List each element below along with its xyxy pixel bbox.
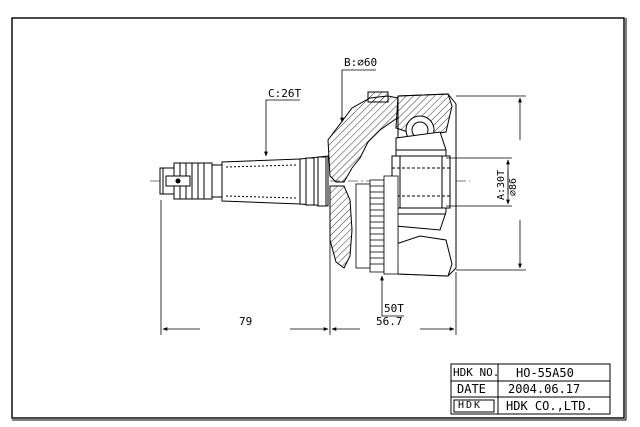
bell-length-dimension: 56.7 [376, 315, 403, 328]
company-name: HDK CO.,LTD. [506, 399, 593, 413]
drawing-border [11, 17, 625, 419]
abs-ring [355, 175, 399, 275]
shaft-spline-label: C:26T [268, 87, 301, 100]
shaft-stub [159, 162, 223, 200]
inner-spline-label: A:30T [496, 170, 507, 200]
boot-diameter-label: B:⌀60 [344, 56, 377, 69]
part-number-label: HDK NO. [453, 366, 500, 379]
hdk-logo-box [453, 399, 495, 413]
abs-teeth-label: 50T [384, 302, 404, 315]
hdk-logo: HDK [458, 400, 483, 411]
part-number-value: HO-55A50 [516, 366, 574, 380]
title-block [450, 363, 611, 415]
shaft-length-dimension: 79 [239, 315, 252, 328]
outer-diameter-label: ⌀86 [508, 178, 519, 196]
dimension-lines [160, 69, 526, 335]
shaft-body [221, 155, 329, 207]
date-label: DATE [457, 382, 486, 396]
date-value: 2004.06.17 [508, 382, 581, 396]
